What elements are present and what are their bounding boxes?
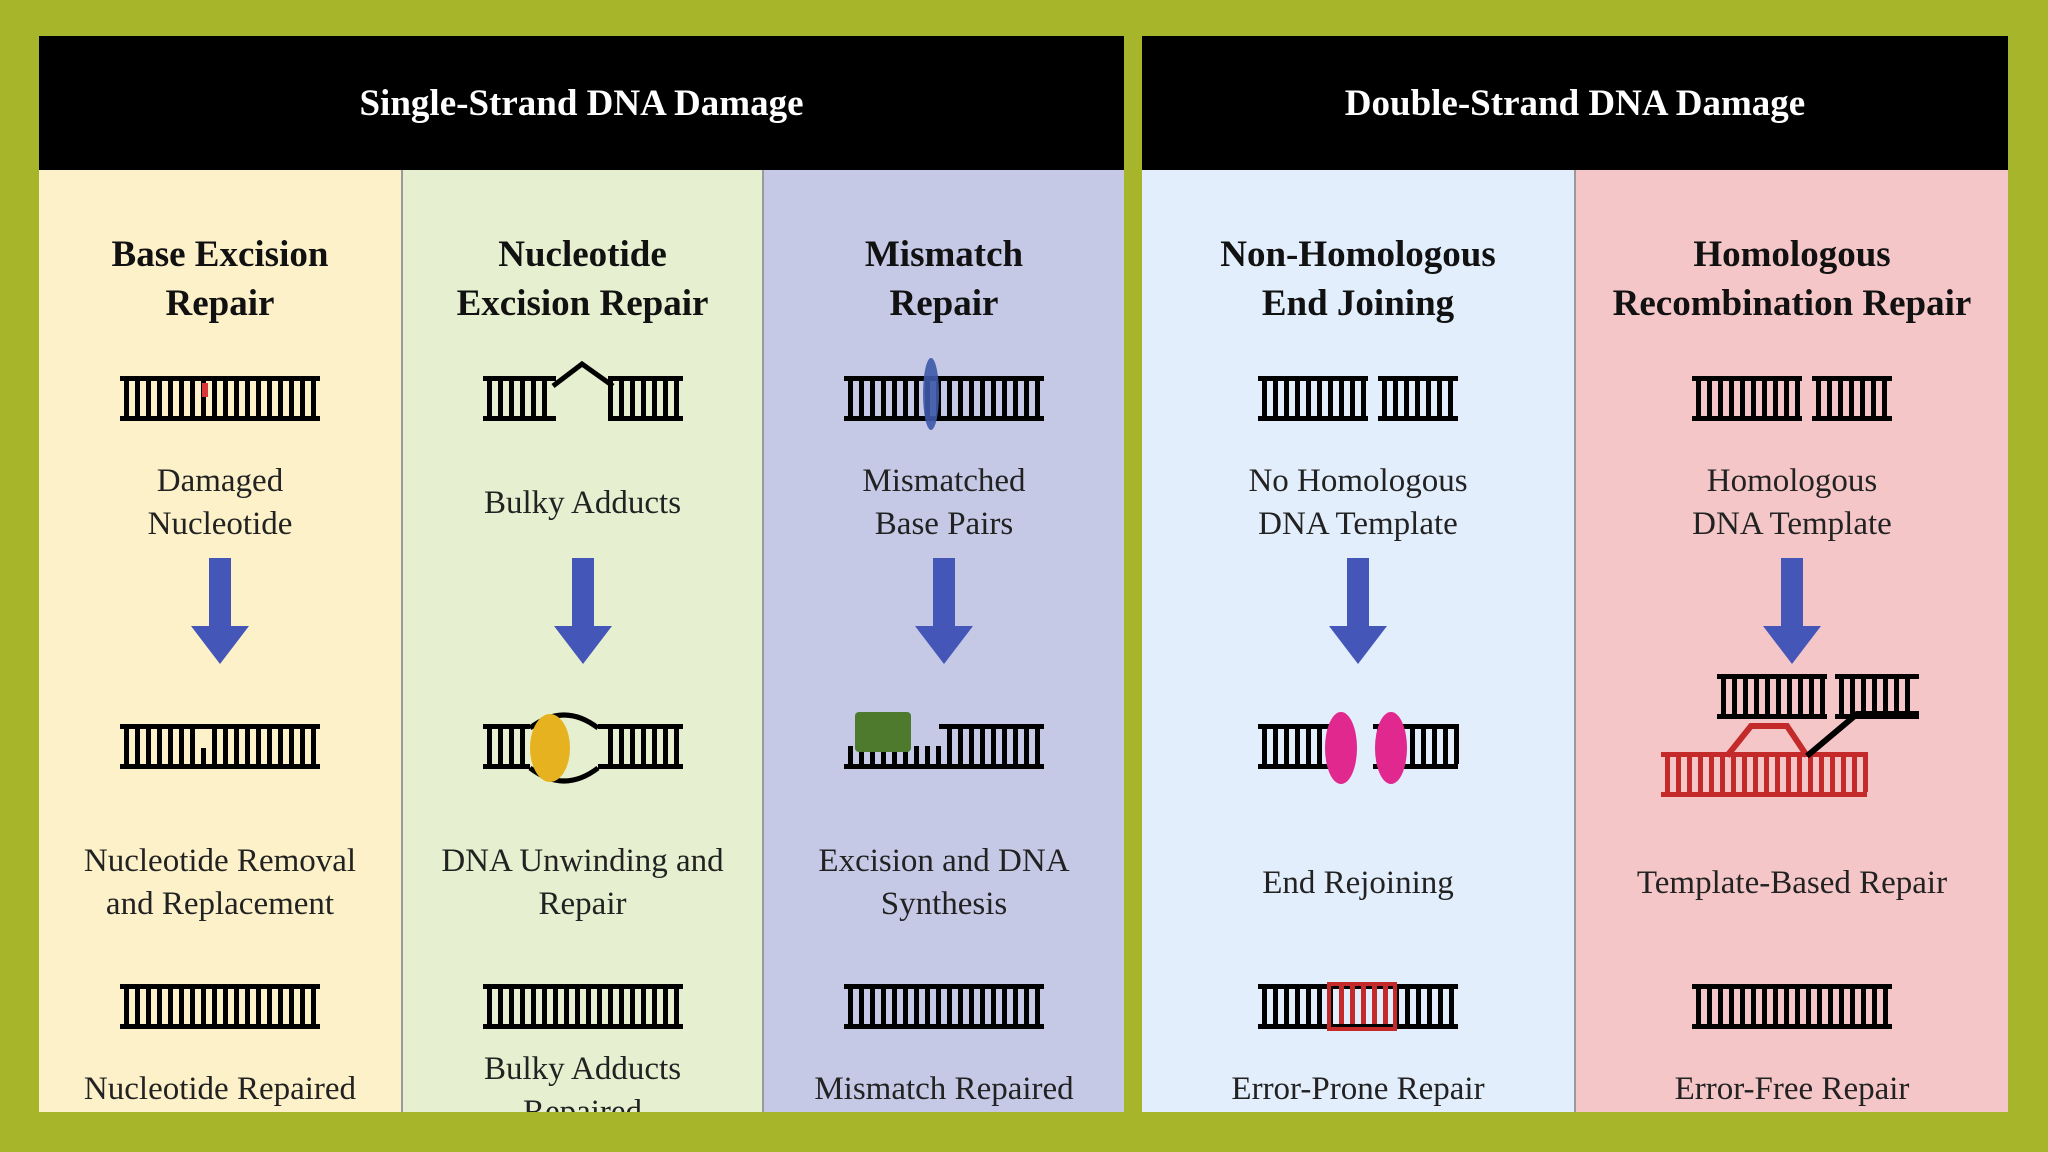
bulky-adduct-dna-illustration: [482, 360, 683, 421]
column-title-line1: Base Excision: [111, 234, 329, 275]
double-strand-break-illustration: [1258, 376, 1458, 421]
result-label-line1: Mismatch Repaired: [814, 1071, 1074, 1107]
damage-label-line2: Nucleotide: [147, 506, 293, 542]
damage-label-line2: DNA Template: [1692, 506, 1892, 542]
ku-protein-right: [1375, 712, 1407, 784]
damage-label-line1: Homologous: [1706, 463, 1878, 499]
column-title: Mismatch Repair: [764, 230, 1124, 328]
column-title: Base Excision Repair: [39, 230, 401, 328]
base-excision-repair-column: Base Excision Repair Damaged Nucleotide …: [39, 170, 401, 1112]
mismatch-repair-column: Mismatch Repair Mismatched Base Pairs Ex…: [762, 170, 1124, 1112]
dna-unwinding-illustration: [482, 712, 683, 784]
process-label: Template-Based Repair: [1576, 862, 2008, 905]
column-title-line2: Excision Repair: [456, 283, 709, 324]
result-label: Error-Prone Repair: [1142, 1068, 1574, 1111]
column-title-line1: Homologous: [1693, 234, 1891, 275]
column-title-line1: Non-Homologous: [1220, 234, 1496, 275]
result-label-line1: Bulky Adducts: [483, 1051, 682, 1087]
error-prone-repaired-dna-illustration: [1258, 982, 1458, 1031]
double-strand-panel: Double-Strand DNA Damage Non-Homologous …: [1142, 36, 2008, 1112]
damage-label: Homologous DNA Template: [1576, 460, 2008, 546]
repaired-dna-illustration: [120, 984, 320, 1029]
process-label-line2: Synthesis: [880, 886, 1008, 922]
nucleotide-removal-illustration: [120, 724, 320, 769]
result-label: Mismatch Repaired: [764, 1068, 1124, 1111]
process-label-line1: End Rejoining: [1262, 865, 1454, 901]
column-title: Nucleotide Excision Repair: [403, 230, 762, 328]
column-title: Homologous Recombination Repair: [1576, 230, 2008, 328]
process-label-line2: Repair: [538, 886, 627, 922]
process-label: Excision and DNA Synthesis: [764, 840, 1124, 926]
column-title-line2: Repair: [889, 283, 999, 324]
end-rejoining-illustration: [1258, 712, 1459, 784]
damage-label-line1: Bulky Adducts: [483, 485, 682, 521]
repaired-dna-illustration: [844, 984, 1044, 1029]
down-arrow-icon: [915, 558, 973, 664]
damage-label-line2: DNA Template: [1258, 506, 1458, 542]
result-label-line1: Error-Free Repair: [1674, 1071, 1910, 1107]
double-strand-header: Double-Strand DNA Damage: [1142, 36, 2008, 170]
mismatch-marker: [923, 358, 939, 430]
column-title-line2: Repair: [165, 283, 275, 324]
down-arrow-icon: [553, 558, 612, 664]
damage-label: Mismatched Base Pairs: [764, 460, 1124, 546]
down-arrow-icon: [1763, 558, 1821, 664]
process-label-line1: Nucleotide Removal: [83, 843, 357, 879]
column-title: Non-Homologous End Joining: [1142, 230, 1574, 328]
process-label-line1: DNA Unwinding and: [441, 843, 724, 879]
damage-label: Damaged Nucleotide: [39, 460, 401, 546]
ku-protein-left: [1325, 712, 1357, 784]
down-arrow-icon: [1329, 558, 1387, 664]
damage-label-line1: Mismatched: [862, 463, 1026, 499]
single-strand-panel: Single-Strand DNA Damage Base Excision R…: [39, 36, 1124, 1112]
column-title-line2: End Joining: [1261, 283, 1455, 324]
down-arrow-icon: [191, 558, 249, 664]
result-label: Bulky Adducts Repaired: [403, 1048, 762, 1112]
process-label: DNA Unwinding and Repair: [403, 840, 762, 926]
result-label-line2: Repaired: [522, 1094, 643, 1112]
result-label-line1: Nucleotide Repaired: [83, 1071, 357, 1107]
double-strand-break-illustration: [1692, 376, 1892, 421]
process-label: End Rejoining: [1142, 862, 1574, 905]
column-title-line1: Mismatch: [864, 234, 1024, 275]
damaged-base-mark: [202, 383, 208, 397]
column-title-line1: Nucleotide: [498, 234, 667, 275]
non-homologous-end-joining-column: Non-Homologous End Joining No Homologous…: [1142, 170, 1574, 1112]
repaired-dna-illustration: [482, 984, 683, 1029]
single-strand-header: Single-Strand DNA Damage: [39, 36, 1124, 170]
result-label: Error-Free Repair: [1576, 1068, 2008, 1111]
template-based-repair-illustration: [1661, 674, 1919, 797]
process-label: Nucleotide Removal and Replacement: [39, 840, 401, 926]
mismatched-dna-illustration: [844, 358, 1044, 430]
excision-enzyme-block: [855, 712, 911, 752]
damage-label: Bulky Adducts: [403, 482, 762, 525]
damaged-dna-illustration: [120, 376, 320, 421]
process-label-line1: Excision and DNA: [818, 843, 1070, 879]
damage-label-line1: No Homologous: [1248, 463, 1468, 499]
error-free-repaired-dna-illustration: [1692, 984, 1892, 1029]
damage-label-line2: Base Pairs: [874, 506, 1014, 542]
damage-label: No Homologous DNA Template: [1142, 460, 1574, 546]
column-title-line2: Recombination Repair: [1612, 283, 1972, 324]
result-label-line1: Error-Prone Repair: [1231, 1071, 1485, 1107]
result-label: Nucleotide Repaired: [39, 1068, 401, 1111]
adduct-protein-blob: [529, 714, 570, 782]
homologous-recombination-repair-column: Homologous Recombination Repair Homologo…: [1574, 170, 2008, 1112]
damage-label-line1: Damaged: [156, 463, 284, 499]
nucleotide-excision-repair-column: Nucleotide Excision Repair Bulky Adducts…: [401, 170, 762, 1112]
process-label-line2: and Replacement: [105, 886, 335, 922]
excision-synthesis-illustration: [844, 712, 1044, 769]
process-label-line1: Template-Based Repair: [1636, 865, 1948, 901]
